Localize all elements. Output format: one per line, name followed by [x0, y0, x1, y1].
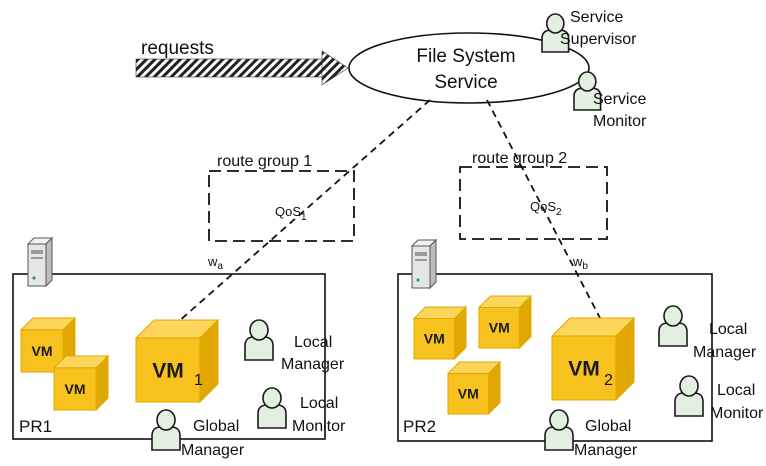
route-group-1-box — [208, 170, 355, 242]
pr1-global-manager-person-icon — [151, 409, 181, 451]
pr2-global-manager-line2: Manager — [574, 442, 638, 459]
weight-b-label: wb — [572, 254, 588, 272]
pr2-local-manager-line2: Manager — [693, 344, 757, 361]
svg-text:VM: VM — [568, 357, 600, 380]
pr2-local-manager-line1: Local — [709, 321, 747, 338]
pr2-local-manager-person-icon — [658, 305, 688, 347]
pr2-server-icon — [410, 238, 438, 290]
requests-arrow — [135, 50, 349, 86]
route-group-1-label: route group 1 — [217, 153, 312, 170]
connection-line-pr2 — [486, 99, 601, 319]
pr2-vm-cube: VM — [446, 360, 502, 416]
pr2-vm-cube: VM — [412, 305, 468, 361]
pr1-local-monitor-line1: Local — [300, 395, 338, 412]
pr1-big-vm-cube: VM — [134, 318, 220, 404]
pr1-label: PR1 — [19, 417, 52, 436]
pr1-local-monitor-line2: Monitor — [292, 418, 346, 435]
service-monitor-line1: Service — [593, 91, 646, 108]
svg-text:VM: VM — [65, 381, 86, 397]
file-system-service-node — [348, 32, 590, 104]
svg-text:VM: VM — [489, 319, 510, 335]
pr1-local-manager-person-icon — [244, 319, 274, 361]
service-supervisor-person-icon — [541, 13, 570, 53]
pr2-big-vm-number: 2 — [604, 372, 613, 389]
pr1-global-manager-line1: Global — [193, 418, 239, 435]
pr2-local-monitor-line1: Local — [717, 382, 755, 399]
service-label-line1: File System — [416, 46, 515, 67]
pr2-global-manager-person-icon — [544, 409, 574, 451]
pr2-big-vm-cube: VM — [550, 316, 636, 402]
service-monitor-person-icon — [573, 71, 602, 111]
requests-label: requests — [141, 38, 214, 59]
pr2-vm-cube: VM — [477, 294, 533, 350]
pr1-vm-cube: VM — [52, 354, 110, 412]
pr1-local-monitor-person-icon — [257, 387, 287, 429]
pr2-local-monitor-person-icon — [674, 375, 704, 417]
route-group-1-qos: QoS1 — [275, 204, 307, 223]
service-supervisor-line2: Supervisor — [560, 31, 637, 48]
connection-line-pr1 — [177, 99, 431, 323]
pr2-local-monitor-line2: Monitor — [710, 405, 764, 422]
pr1-server-icon — [26, 236, 54, 288]
svg-text:VM: VM — [424, 330, 445, 346]
pr2-label: PR2 — [403, 417, 436, 436]
route-group-2-label: route group 2 — [472, 150, 567, 167]
pr1-local-manager-line2: Manager — [281, 356, 345, 373]
svg-text:VM: VM — [152, 359, 184, 382]
service-supervisor-line1: Service — [570, 9, 623, 26]
pr1-local-manager-line1: Local — [294, 334, 332, 351]
service-monitor-line2: Monitor — [593, 113, 647, 130]
pr1-global-manager-line2: Manager — [181, 442, 245, 459]
service-label-line2: Service — [434, 72, 497, 93]
route-group-2-box — [459, 166, 608, 240]
svg-text:VM: VM — [458, 385, 479, 401]
weight-a-label: wa — [207, 254, 223, 272]
svg-text:VM: VM — [32, 343, 53, 359]
route-group-2-qos: QoS2 — [530, 199, 562, 218]
pr1-big-vm-number: 1 — [194, 372, 203, 389]
pr2-global-manager-line1: Global — [585, 418, 631, 435]
